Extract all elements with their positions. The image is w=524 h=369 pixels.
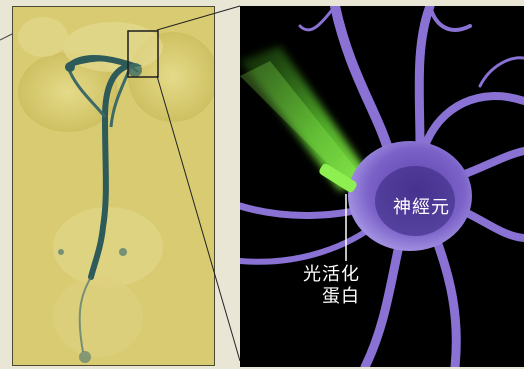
protein-label: 光活化 蛋白 (290, 264, 360, 308)
neuron-label: 神經元 (393, 197, 450, 219)
stained-specimen-photo (12, 6, 215, 366)
stained-specimen-illustration (13, 7, 215, 366)
neuron-illustration-panel (240, 6, 524, 367)
neuron-illustration (240, 6, 524, 367)
protein-label-line2: 蛋白 (290, 286, 360, 308)
protein-label-line1: 光活化 (290, 264, 360, 286)
